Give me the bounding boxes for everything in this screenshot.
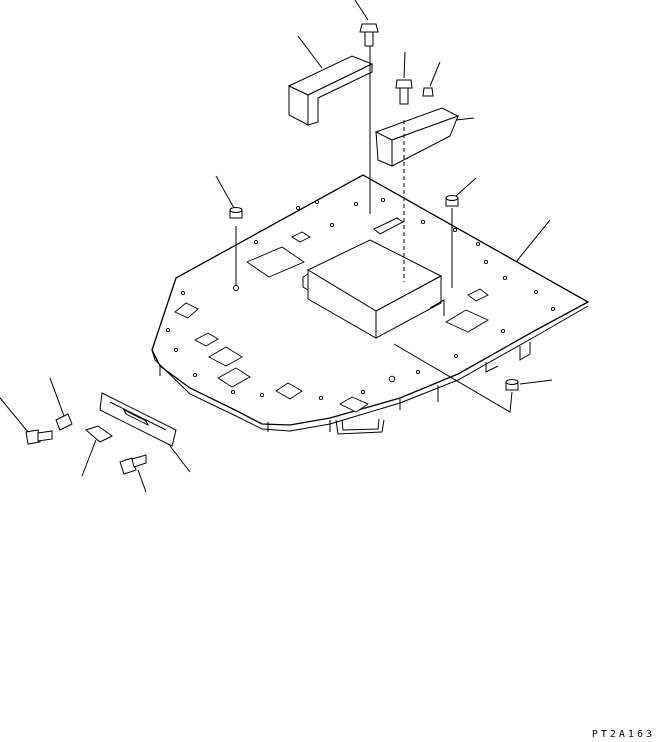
bolt-middle [396,80,412,104]
bolt-bottom-left [26,430,52,444]
bolt-top [360,24,378,46]
rubber-plug-left [230,208,242,219]
leader-lines [0,0,552,492]
rubber-plug-right [446,196,458,207]
toolbox-box [303,218,444,338]
bolt-bottom-center [120,455,146,474]
pad [86,426,112,442]
nut-small [423,88,433,96]
cover-plate-small [100,393,176,446]
bracket-cover-left [289,56,372,125]
drawing-code-label: PT2A163 [591,729,655,740]
rubber-plug-bottom [506,380,518,391]
assembly-lines [236,46,512,412]
floor-plate [152,175,588,434]
bracket-cover-right [376,108,458,166]
clip [56,414,72,430]
